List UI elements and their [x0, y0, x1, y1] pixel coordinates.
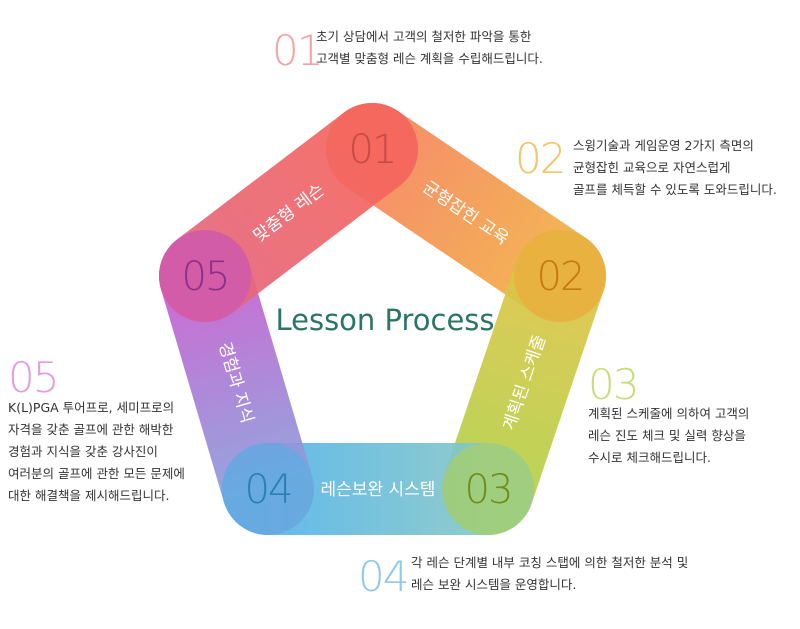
node-number-04: 04 — [245, 467, 292, 513]
desc-line: K(L)PGA 투어프로, 세미프로의 — [8, 400, 175, 415]
node-05 — [159, 230, 251, 322]
desc-line: 레슨 보완 시스템을 운영합니다. — [411, 577, 577, 592]
desc-line: 고객별 맞춤형 레슨 계획을 수립해드립니다. — [316, 51, 543, 66]
node-03 — [442, 443, 534, 535]
desc-line: 대한 해결책을 제시해드립니다. — [8, 488, 170, 503]
step-03-description: 계획된 스케줄에 의하여 고객의 레슨 진도 체크 및 실력 향상을 수시로 체… — [588, 403, 749, 469]
desc-line: 각 레슨 단계별 내부 코칭 스탭에 의한 철저한 분석 및 — [411, 555, 689, 570]
desc-line: 스윙기술과 게임운영 2가지 측면의 — [573, 138, 754, 153]
node-02 — [514, 230, 606, 322]
step-04-description: 각 레슨 단계별 내부 코칭 스탭에 의한 철저한 분석 및 레슨 보완 시스템… — [411, 552, 688, 596]
process-nodes: 01 02 03 04 05 — [159, 103, 606, 535]
node-number-02: 02 — [537, 254, 584, 300]
desc-line: 여러분의 골프에 관한 모든 문제에 — [8, 466, 185, 481]
desc-line: 초기 상담에서 고객의 철저한 파악을 통한 — [316, 29, 532, 44]
step-04-number: 04 — [358, 552, 409, 601]
step-01-number: 01 — [272, 26, 323, 75]
desc-line: 균형잡힌 교육으로 자연스럽게 — [573, 160, 731, 175]
node-number-03: 03 — [465, 467, 512, 513]
step-05-description: K(L)PGA 투어프로, 세미프로의 자격을 갖춘 골프에 관한 해박한 경험… — [8, 397, 185, 507]
desc-line: 수시로 체크해드립니다. — [588, 450, 711, 465]
step-02-number: 02 — [515, 134, 566, 183]
node-04 — [222, 443, 314, 535]
band-label-03: 레슨보완 시스템 — [321, 480, 436, 500]
desc-line: 계획된 스케줄에 의하여 고객의 — [588, 406, 750, 421]
desc-line: 경험과 지식을 갖춘 강사진이 — [8, 444, 158, 459]
diagram-title: Lesson Process — [275, 303, 494, 337]
desc-line: 골프를 체득할 수 있도록 도와드립니다. — [573, 182, 777, 197]
desc-line: 자격을 갖춘 골프에 관한 해박한 — [8, 422, 174, 437]
step-03-number: 03 — [588, 360, 639, 409]
node-number-01: 01 — [349, 127, 396, 173]
node-01 — [326, 103, 418, 195]
step-01-description: 초기 상담에서 고객의 철저한 파악을 통한 고객별 맞춤형 레슨 계획을 수립… — [316, 26, 543, 70]
step-05-number: 05 — [8, 353, 59, 402]
step-02-description: 스윙기술과 게임운영 2가지 측면의 균형잡힌 교육으로 자연스럽게 골프를 체… — [573, 135, 777, 201]
desc-line: 레슨 진도 체크 및 실력 향상을 — [588, 428, 746, 443]
node-number-05: 05 — [182, 254, 229, 300]
